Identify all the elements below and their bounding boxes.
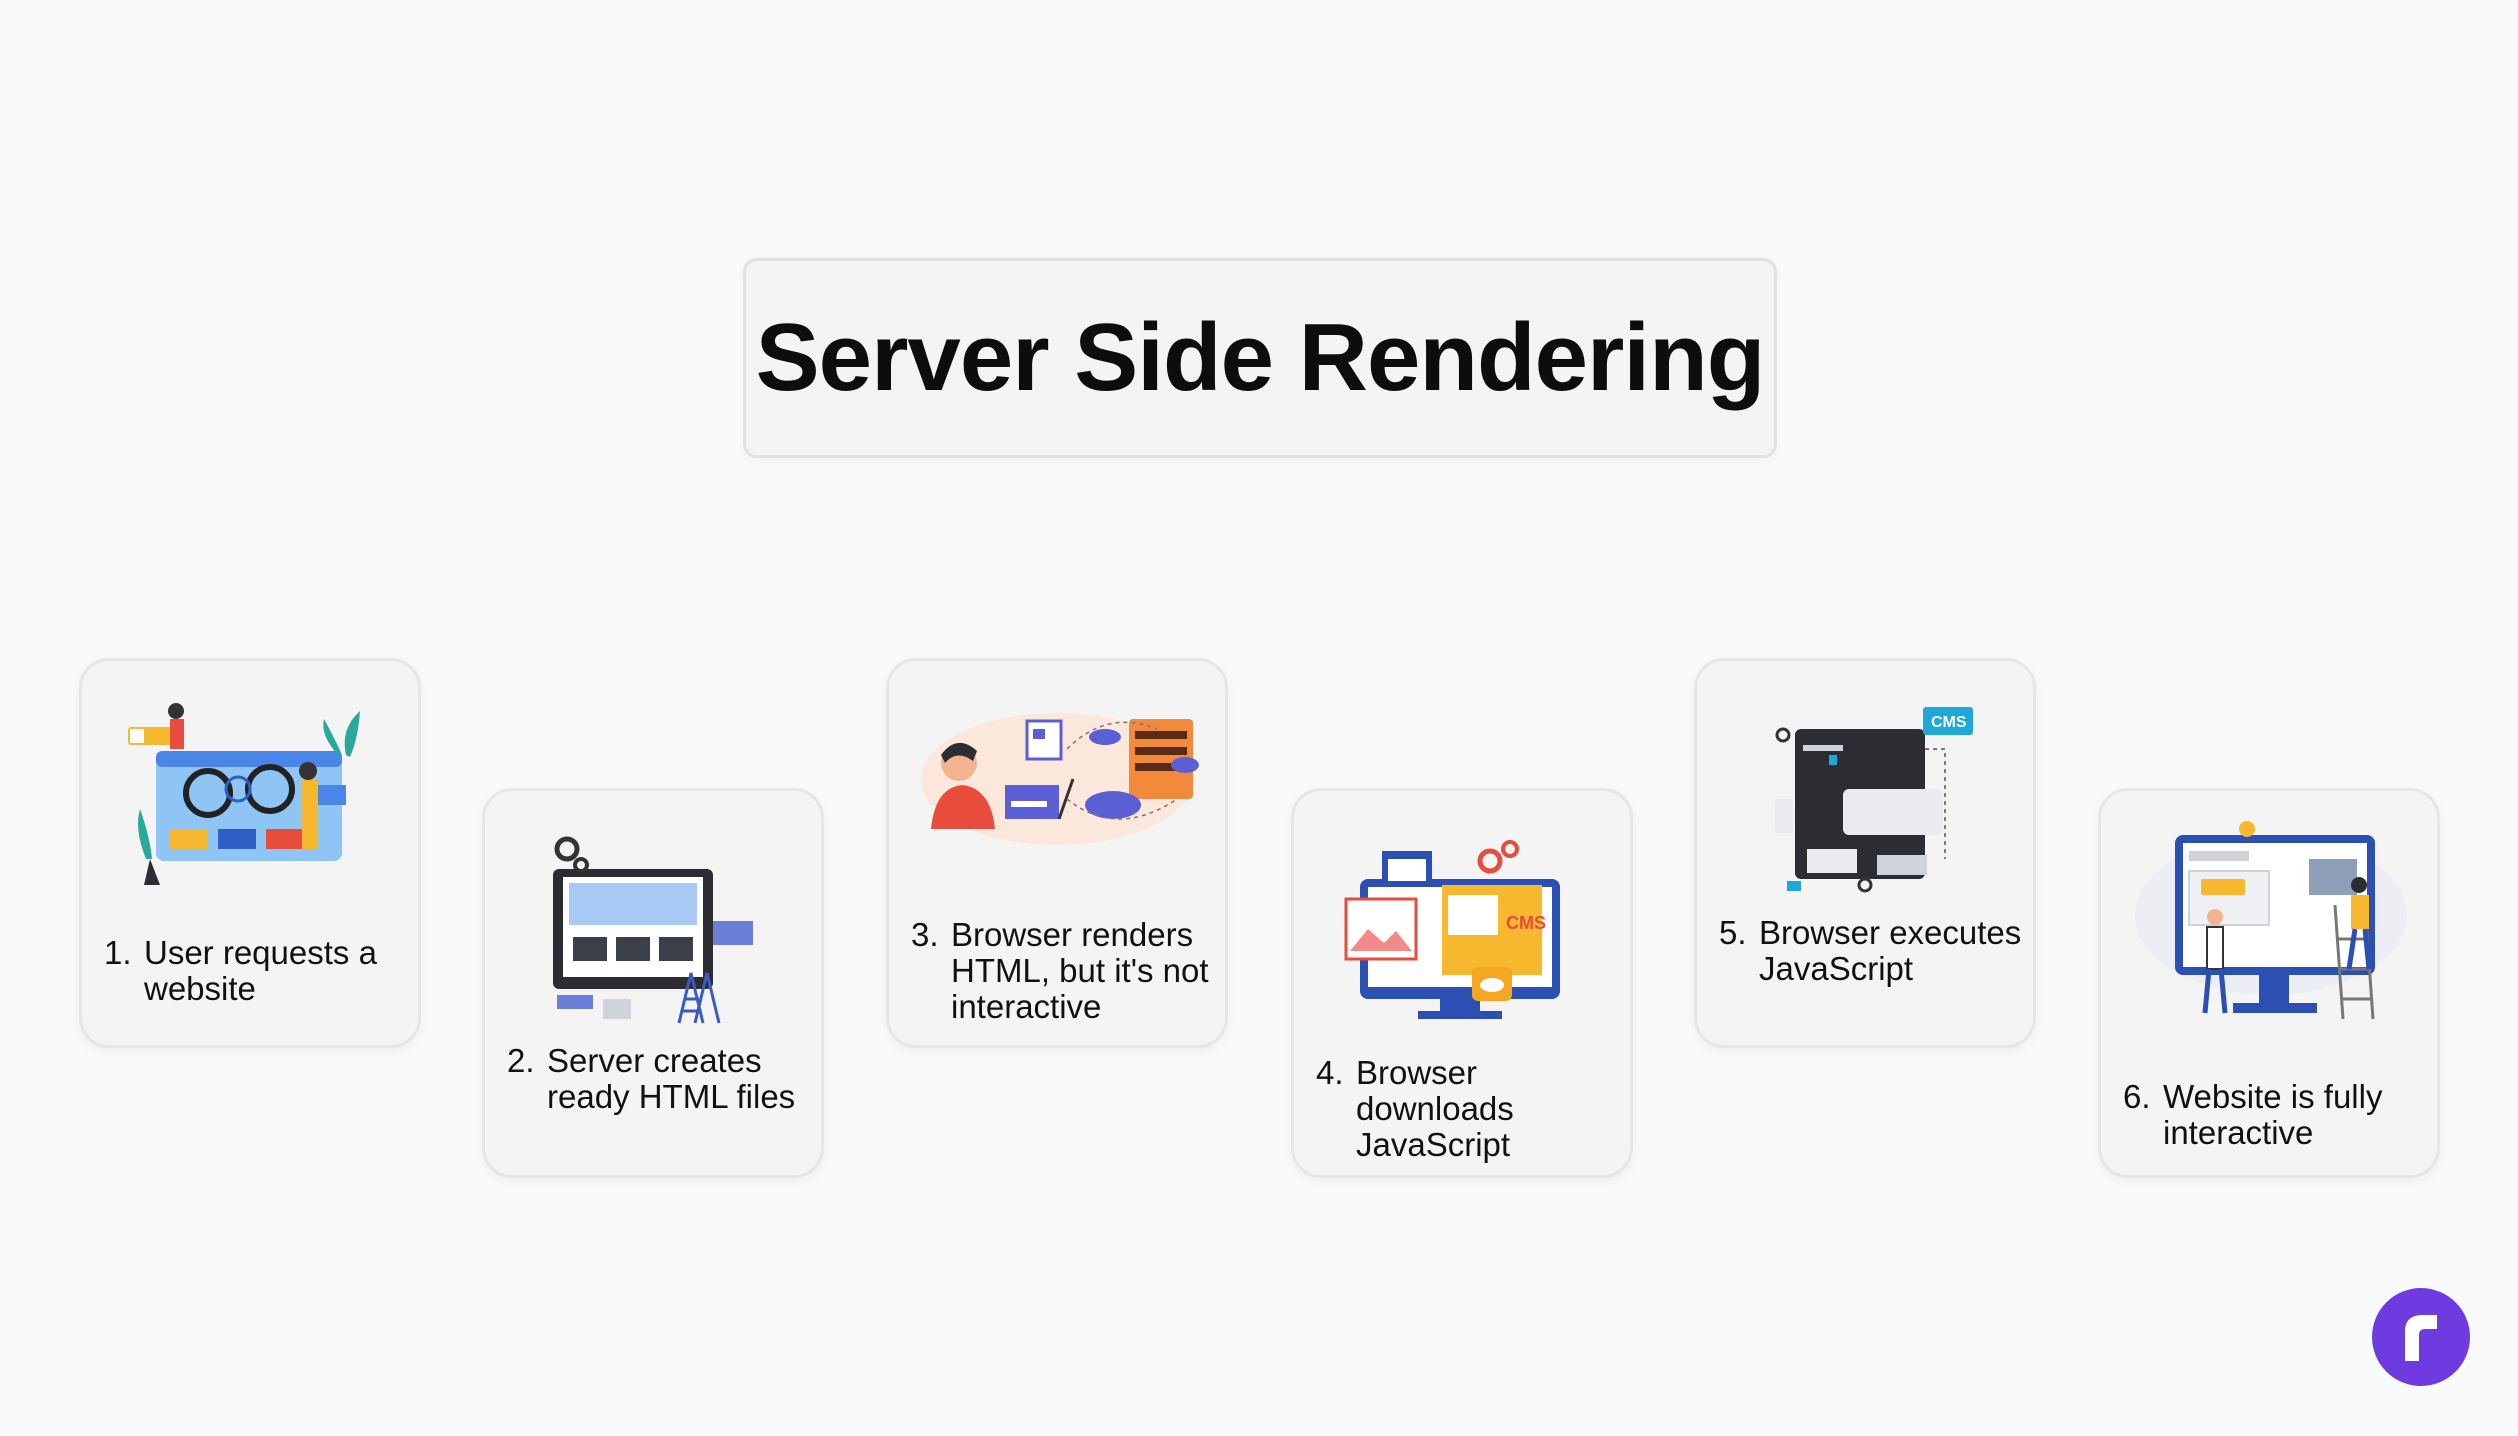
step-caption-2: 2. Server creates ready HTML files: [507, 1043, 811, 1115]
step-number: 1.: [104, 934, 132, 971]
page-title: Server Side Rendering: [755, 304, 1766, 411]
step-card-4: CMS 4. Browser downloads JavaScript: [1291, 788, 1633, 1178]
step-card-3: 3. Browser renders HTML, but it's not in…: [886, 658, 1228, 1048]
cms-badge: CMS: [1931, 714, 1967, 731]
step-caption-6: 6. Website is fully interactive: [2123, 1079, 2427, 1151]
interactive-website-illustration: [2135, 821, 2407, 1020]
server-html-illustration: [553, 836, 753, 1024]
step-text: Website is fully interactive: [2163, 1078, 2383, 1151]
step-number: 6.: [2123, 1078, 2151, 1115]
execute-js-illustration: CMS: [1775, 707, 1973, 893]
brand-r-logo: [2405, 1315, 2437, 1361]
step-caption-4: 4. Browser downloads JavaScript: [1316, 1055, 1620, 1163]
user-request-illustration: [128, 703, 360, 885]
step-number: 4.: [1316, 1054, 1344, 1091]
step-caption-3: 3. Browser renders HTML, but it's not in…: [911, 917, 1215, 1025]
step-card-2: 2. Server creates ready HTML files: [482, 788, 824, 1178]
title-box: Server Side Rendering: [743, 258, 1777, 458]
download-js-illustration: CMS: [1344, 840, 1560, 1019]
step-number: 2.: [507, 1042, 535, 1079]
step-text: Browser renders HTML, but it's not inter…: [951, 916, 1209, 1025]
brand-logo[interactable]: [2372, 1288, 2470, 1386]
step-number: 5.: [1719, 914, 1747, 951]
step-card-1: 1. User requests a website: [79, 658, 421, 1048]
step-number: 3.: [911, 916, 939, 953]
step-text: Browser downloads JavaScript: [1356, 1054, 1514, 1163]
cms-badge: CMS: [1506, 913, 1546, 933]
step-text: User requests a website: [144, 934, 377, 1007]
step-card-6: 6. Website is fully interactive: [2098, 788, 2440, 1178]
step-caption-5: 5. Browser executes JavaScript: [1719, 915, 2023, 987]
browser-render-illustration: [921, 713, 1199, 845]
step-caption-1: 1. User requests a website: [104, 935, 408, 1007]
step-text: Browser executes JavaScript: [1759, 914, 2022, 987]
step-text: Server creates ready HTML files: [547, 1042, 796, 1115]
step-card-5: CMS 5. Browser executes JavaScript: [1694, 658, 2036, 1048]
